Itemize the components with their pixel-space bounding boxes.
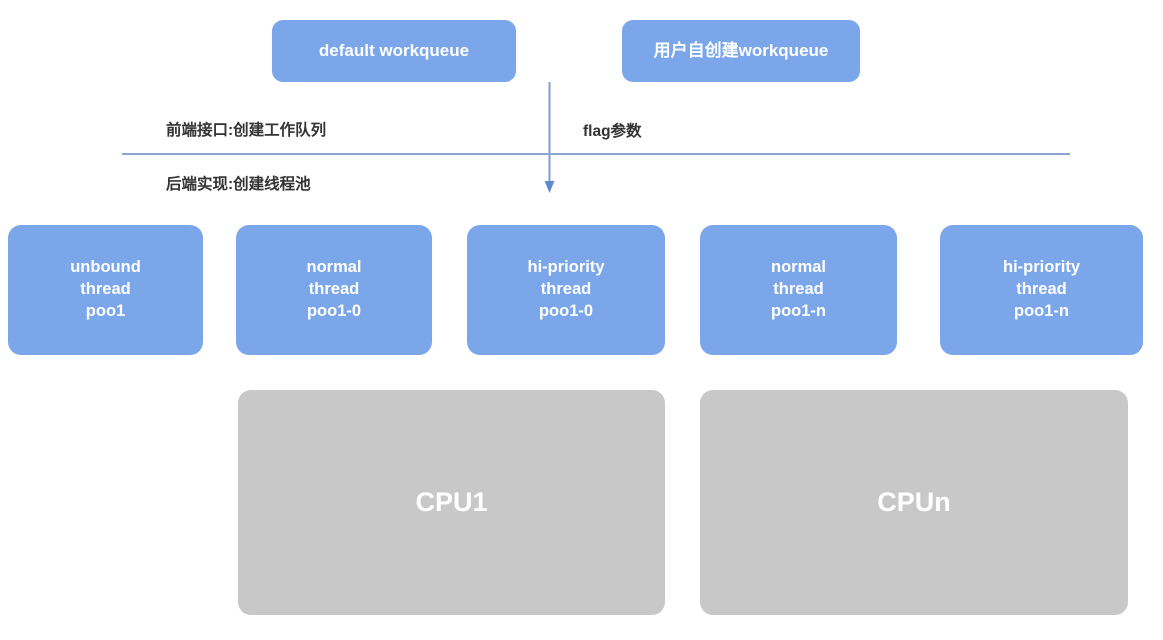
thread-pool-line1: hi-priority	[1003, 258, 1080, 277]
thread-pool-line2: thread	[308, 280, 360, 299]
thread-pool-box-normal-0: normal thread poo1-0	[236, 225, 432, 355]
thread-pool-line3: poo1-n	[1014, 301, 1069, 320]
workqueue-label-default: default workqueue	[318, 40, 470, 60]
cpu-label-1: CPU1	[415, 487, 488, 517]
cpu-box-1: CPU1	[238, 390, 665, 615]
cpu-label-n: CPUn	[877, 487, 951, 517]
layer-divider	[122, 153, 1070, 155]
thread-pool-box-normal-n: normal thread poo1-n	[700, 225, 897, 355]
backend-layer-label: 后端实现:创建线程池	[166, 176, 311, 193]
thread-pool-line3: poo1	[85, 301, 126, 320]
thread-pool-line1: unbound	[70, 258, 141, 277]
flag-arrow	[540, 82, 560, 194]
cpu-box-n: CPUn	[700, 390, 1128, 615]
thread-pool-line2: thread	[1016, 280, 1067, 299]
thread-pool-box-hi-priority-n: hi-priority thread poo1-n	[940, 225, 1143, 355]
thread-pool-line1: normal	[306, 258, 362, 277]
thread-pool-box-hi-priority-0: hi-priority thread poo1-0	[467, 225, 665, 355]
thread-pool-line3: poo1-n	[771, 301, 826, 320]
workqueue-label-user-created: 用户自创建workqueue	[653, 40, 829, 60]
thread-pool-line2: thread	[773, 280, 824, 299]
frontend-layer-label: 前端接口:创建工作队列	[166, 122, 327, 139]
thread-pool-line3: poo1-0	[306, 301, 362, 320]
thread-pool-line2: thread	[80, 280, 131, 299]
thread-pool-line1: hi-priority	[527, 258, 605, 277]
workqueue-box-user-created: 用户自创建workqueue	[622, 20, 860, 82]
workqueue-box-default: default workqueue	[272, 20, 516, 82]
flag-arrow-icon	[544, 82, 555, 193]
flag-param-label: flag参数	[583, 123, 642, 140]
thread-pool-line3: poo1-0	[538, 301, 594, 320]
thread-pool-line2: thread	[540, 280, 592, 299]
thread-pool-line1: normal	[770, 258, 826, 277]
thread-pool-box-unbound: unbound thread poo1	[8, 225, 203, 355]
